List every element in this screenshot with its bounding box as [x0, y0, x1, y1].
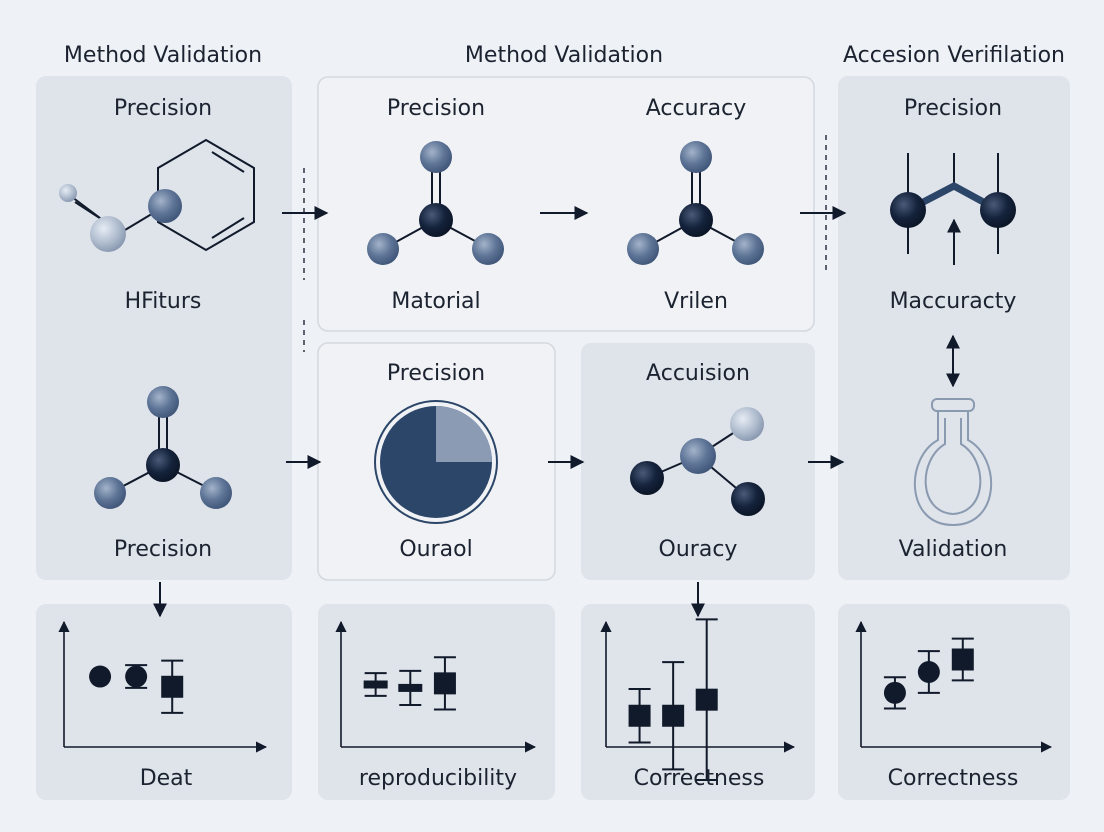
label-accuracy: Accuracy	[645, 96, 747, 121]
benzene-molecule-icon	[59, 138, 255, 252]
data-point	[917, 661, 940, 683]
chart-panel-correctness-2	[838, 604, 1070, 800]
header-accesion-verifilation: Accesion Verifilation	[843, 43, 1065, 68]
panel-left-column	[36, 76, 292, 580]
label-precision-ouraol: Precision	[386, 361, 486, 386]
label-precision: Precision	[113, 96, 213, 121]
label-validation: Validation	[898, 537, 1008, 562]
data-point	[161, 675, 184, 698]
molecule-icon	[627, 141, 764, 265]
label-ouraol: Ouraol	[399, 537, 473, 562]
data-point	[89, 665, 112, 688]
label-ouracy: Ouracy	[658, 537, 738, 562]
data-point	[662, 704, 685, 727]
chart-correctness-1	[600, 618, 796, 782]
data-point	[398, 683, 423, 692]
chart-panel-reproducibility	[318, 604, 555, 800]
molecule-icon	[94, 386, 232, 509]
data-point	[883, 681, 906, 704]
molecule-icon	[367, 141, 504, 265]
chart-reproducibility	[335, 620, 537, 753]
data-point	[433, 672, 456, 695]
panel-right-column	[838, 76, 1070, 580]
label-maccuracty: Maccuracty	[889, 289, 1017, 314]
chart-correctness-2	[855, 620, 1053, 753]
label-matorial: Matorial	[391, 289, 481, 314]
label-vrilen: Vrilen	[664, 289, 728, 314]
chart-title-reproducibility: reproducibility	[358, 766, 518, 791]
label-accuision: Accuision	[646, 361, 750, 386]
chart-title-correctness-1: Correctness	[633, 766, 765, 791]
header-method-validation-left: Method Validation	[63, 43, 263, 68]
label-hfiturs: HFiturs	[124, 289, 202, 314]
chart-title-correctness-2: Correctness	[887, 766, 1019, 791]
header-method-validation-middle: Method Validation	[464, 43, 664, 68]
molecule-icon	[630, 407, 765, 516]
flask-icon	[913, 398, 993, 527]
data-point	[363, 680, 388, 689]
data-point	[951, 648, 974, 671]
label-precision-right: Precision	[903, 96, 1003, 121]
chart-deat	[58, 620, 268, 753]
chart-title-deat: Deat	[139, 766, 193, 791]
pie-slice	[436, 406, 492, 462]
data-point	[695, 688, 718, 711]
data-point	[628, 704, 651, 727]
molecule-icon	[890, 153, 1016, 265]
label-precision-lower: Precision	[113, 537, 213, 562]
pie-chart-icon	[374, 400, 498, 524]
label-precision-material: Precision	[386, 96, 486, 121]
panel-material	[317, 76, 815, 332]
chart-panel-deat	[36, 604, 292, 800]
data-point	[125, 665, 148, 688]
